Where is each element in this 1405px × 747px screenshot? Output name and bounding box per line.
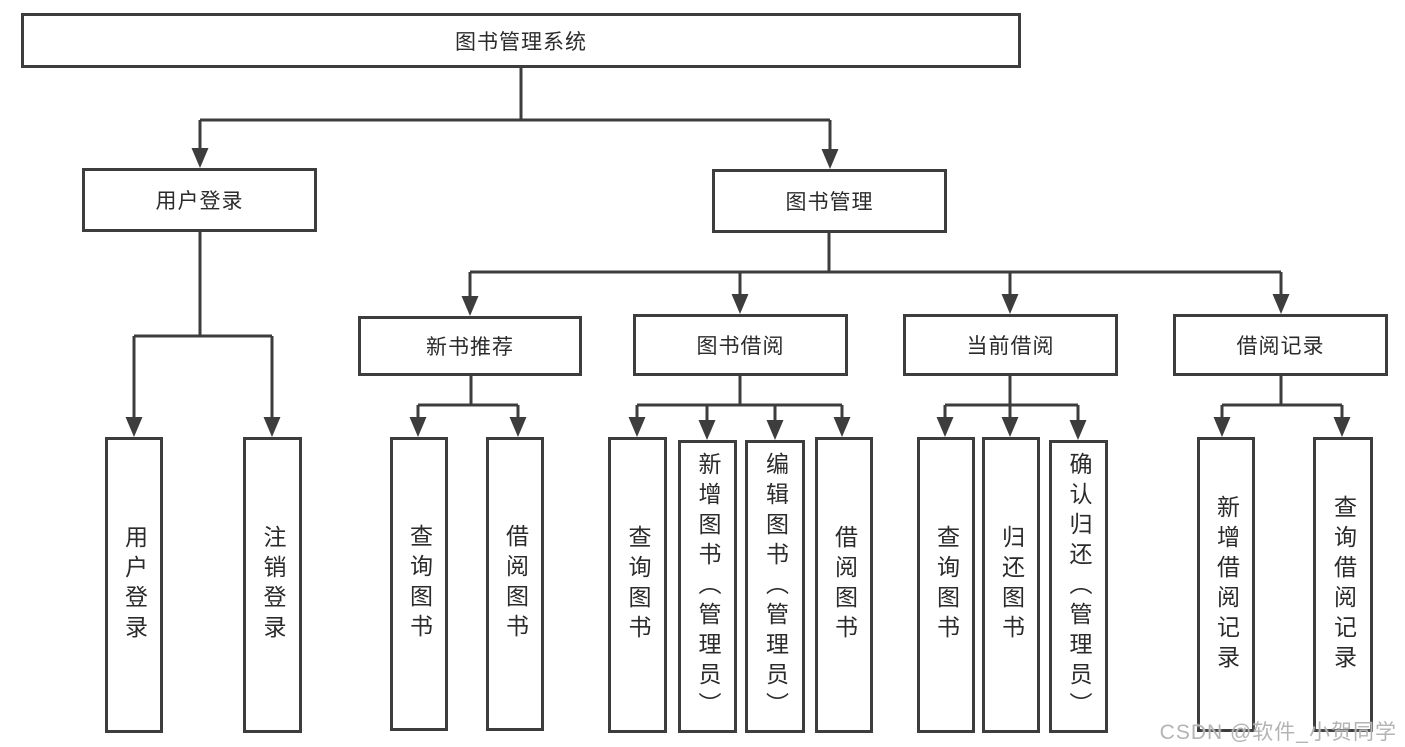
leaf-borrow-book: 借阅图书 (815, 437, 873, 733)
leaf-query-book-current: 查询图书 (917, 437, 975, 733)
node-book-management: 图书管理 (712, 169, 947, 233)
node-current-borrow: 当前借阅 (903, 314, 1118, 376)
watermark: CSDN @软件_小贺同学 (1159, 721, 1397, 744)
node-book-borrow: 图书借阅 (633, 314, 848, 376)
leaf-return-book: 归还图书 (982, 437, 1040, 733)
node-root: 图书管理系统 (21, 13, 1021, 68)
leaf-confirm-return-admin: 确认归还（管理员） (1049, 440, 1108, 733)
leaf-user-login: 用户登录 (105, 437, 163, 733)
leaf-query-book-borrow: 查询图书 (608, 437, 667, 733)
leaf-query-book-recommend: 查询图书 (390, 437, 448, 731)
leaf-add-borrow-record: 新增借阅记录 (1197, 437, 1255, 732)
node-new-book-recommend: 新书推荐 (358, 316, 582, 376)
node-user-login: 用户登录 (82, 168, 317, 232)
node-borrow-records: 借阅记录 (1173, 314, 1388, 376)
leaf-add-book-admin: 新增图书（管理员） (678, 440, 737, 733)
leaf-logout-login: 注销登录 (243, 437, 302, 733)
leaf-query-borrow-record: 查询借阅记录 (1313, 437, 1373, 732)
leaf-edit-book-admin: 编辑图书（管理员） (745, 440, 805, 733)
leaf-borrow-book-recommend: 借阅图书 (486, 437, 544, 731)
